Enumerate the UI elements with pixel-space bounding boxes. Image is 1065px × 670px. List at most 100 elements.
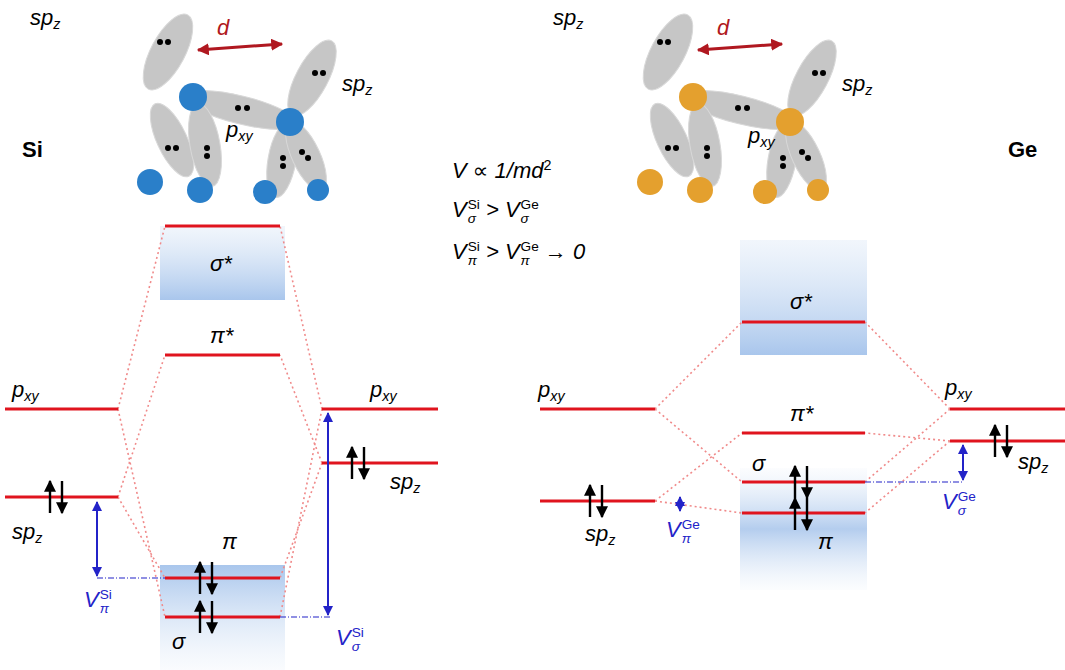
subscript: π bbox=[682, 532, 700, 546]
text-run: > V bbox=[480, 197, 520, 222]
electron-dot bbox=[305, 155, 311, 161]
text-run: sp bbox=[842, 71, 865, 96]
subscript: z bbox=[576, 16, 583, 32]
subscript: z bbox=[608, 532, 615, 548]
energy-level bbox=[165, 577, 280, 580]
correlation-line bbox=[280, 355, 322, 463]
orbital-label: spz bbox=[12, 520, 42, 547]
text-run: p bbox=[226, 117, 238, 142]
orbital-label: spz bbox=[1018, 450, 1048, 477]
gap-arrow bbox=[327, 413, 329, 615]
subscript: π bbox=[468, 254, 480, 268]
energy-level bbox=[165, 225, 280, 228]
electron-dot bbox=[657, 39, 663, 45]
distance-arrow bbox=[698, 44, 782, 50]
text-run: V bbox=[452, 239, 467, 264]
correlation-line bbox=[280, 463, 322, 578]
electron-dot bbox=[665, 145, 671, 151]
electron-dot bbox=[780, 155, 786, 161]
energy-level bbox=[950, 408, 1065, 411]
text-run: p bbox=[945, 375, 957, 400]
energy-level bbox=[322, 408, 438, 411]
electron-spin bbox=[211, 601, 213, 633]
ligand-atom bbox=[637, 169, 663, 195]
text-run: sp bbox=[390, 469, 413, 494]
orbital-label: VσSi bbox=[336, 626, 364, 653]
orbital-label: VσGe bbox=[942, 490, 976, 517]
subscript: z bbox=[865, 82, 872, 98]
orbital-label: σ bbox=[172, 630, 185, 654]
electron-spin bbox=[589, 485, 591, 517]
ligand-atom bbox=[253, 180, 277, 204]
text-run: σ bbox=[752, 451, 765, 476]
central-atom bbox=[776, 108, 804, 136]
electron-dot bbox=[704, 153, 710, 159]
index-stack: πSi bbox=[100, 588, 112, 615]
electron-spin bbox=[211, 562, 213, 594]
text-run: sp bbox=[30, 5, 53, 30]
correlation-line bbox=[865, 409, 950, 482]
index-stack: σGe bbox=[958, 490, 976, 517]
text-run: p bbox=[748, 123, 760, 148]
subscript: xy bbox=[550, 388, 564, 404]
text-run: Ge bbox=[1008, 137, 1037, 162]
central-atom bbox=[679, 83, 707, 111]
electron-dot bbox=[157, 39, 163, 45]
gap-arrow bbox=[962, 445, 964, 480]
molecule-sketch bbox=[633, 7, 846, 204]
element-name: Ge bbox=[1008, 138, 1037, 162]
orbital-label: VπGe bbox=[666, 518, 700, 545]
central-atom bbox=[276, 108, 304, 136]
correlation-line bbox=[865, 322, 950, 409]
superscript: Si bbox=[468, 198, 480, 212]
energy-level bbox=[742, 512, 865, 515]
orbital-label: σ* bbox=[210, 252, 232, 276]
electron-dot bbox=[280, 155, 286, 161]
text-run: Si bbox=[22, 137, 43, 162]
electron-dot bbox=[665, 39, 671, 45]
electron-dot bbox=[780, 163, 786, 169]
electron-dot bbox=[244, 105, 250, 111]
orbital-label: spz bbox=[390, 470, 420, 497]
orbital-label: VσSi > VσGe bbox=[452, 198, 539, 225]
ligand-atom bbox=[753, 180, 777, 204]
energy-band bbox=[160, 226, 285, 300]
electron-spin bbox=[363, 447, 365, 479]
energy-level bbox=[165, 616, 280, 619]
text-run: σ* bbox=[210, 251, 232, 276]
subscript: σ bbox=[352, 640, 364, 654]
subscript: σ bbox=[958, 504, 976, 518]
correlation-line bbox=[655, 433, 742, 501]
reference-line bbox=[280, 616, 332, 617]
electron-dot bbox=[744, 105, 750, 111]
superscript: Ge bbox=[521, 240, 539, 254]
text-run: p bbox=[538, 377, 550, 402]
text-run: sp bbox=[12, 519, 35, 544]
electron-dot bbox=[704, 145, 710, 151]
orbital-label: π bbox=[818, 530, 833, 554]
text-run: d bbox=[717, 15, 729, 40]
energy-band bbox=[740, 240, 867, 355]
orbital-label: d bbox=[717, 16, 729, 40]
subscript: π bbox=[100, 602, 112, 616]
electron-spin bbox=[994, 425, 996, 457]
orbital-label: pxy bbox=[12, 378, 39, 405]
correlation-line bbox=[118, 409, 165, 617]
correlation-line bbox=[655, 322, 742, 409]
electron-spin bbox=[199, 601, 201, 633]
orbital-label: spz bbox=[342, 72, 372, 99]
correlation-line bbox=[865, 441, 950, 513]
correlation-line bbox=[655, 501, 742, 513]
distance-arrow bbox=[198, 44, 282, 50]
electron-dot bbox=[204, 145, 210, 151]
gap-arrow bbox=[96, 502, 98, 576]
ligand-atom bbox=[807, 179, 829, 201]
ligand-atom bbox=[187, 177, 213, 203]
text-run: d bbox=[217, 15, 229, 40]
text-run: V bbox=[452, 197, 467, 222]
text-run: π bbox=[818, 529, 833, 554]
subscript: z bbox=[413, 480, 420, 496]
superscript: Ge bbox=[958, 490, 976, 504]
reference-line bbox=[865, 481, 963, 482]
energy-level bbox=[540, 408, 655, 411]
